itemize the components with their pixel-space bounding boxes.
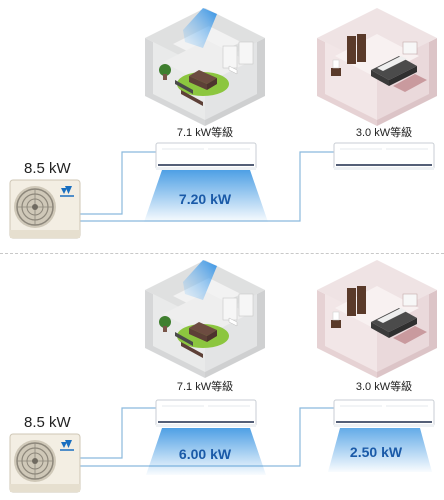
bedroom-grade-label: 3.0 kW等級	[355, 381, 413, 393]
refrigerant-pipe	[80, 151, 158, 215]
airflow-bedroom	[328, 428, 432, 472]
indoor-unit-bedroom	[333, 399, 435, 428]
outdoor-unit	[9, 179, 81, 239]
bedroom-illustration	[316, 7, 438, 127]
bedroom-illustration	[316, 259, 438, 379]
outdoor-unit	[9, 433, 81, 493]
living-room-output-label: 6.00 kW	[178, 446, 232, 462]
living-room-grade-label: 7.1 kW等級	[176, 381, 234, 393]
indoor-unit-living-room	[155, 399, 257, 428]
scenario-divider	[0, 253, 444, 254]
indoor-unit-living-room	[155, 142, 257, 171]
indoor-unit-bedroom	[333, 142, 435, 171]
outdoor-capacity-label: 8.5 kW	[24, 160, 71, 177]
airflow-living-room	[144, 170, 268, 222]
airflow-living-room	[146, 428, 266, 475]
living-room-illustration	[144, 7, 266, 127]
living-room-illustration	[144, 259, 266, 379]
living-room-grade-label: 7.1 kW等級	[176, 127, 234, 139]
bedroom-output-label: 2.50 kW	[349, 444, 403, 460]
bedroom-grade-label: 3.0 kW等級	[355, 127, 413, 139]
living-room-output-label: 7.20 kW	[178, 191, 232, 207]
outdoor-capacity-label: 8.5 kW	[24, 414, 71, 431]
refrigerant-pipe	[80, 407, 158, 459]
